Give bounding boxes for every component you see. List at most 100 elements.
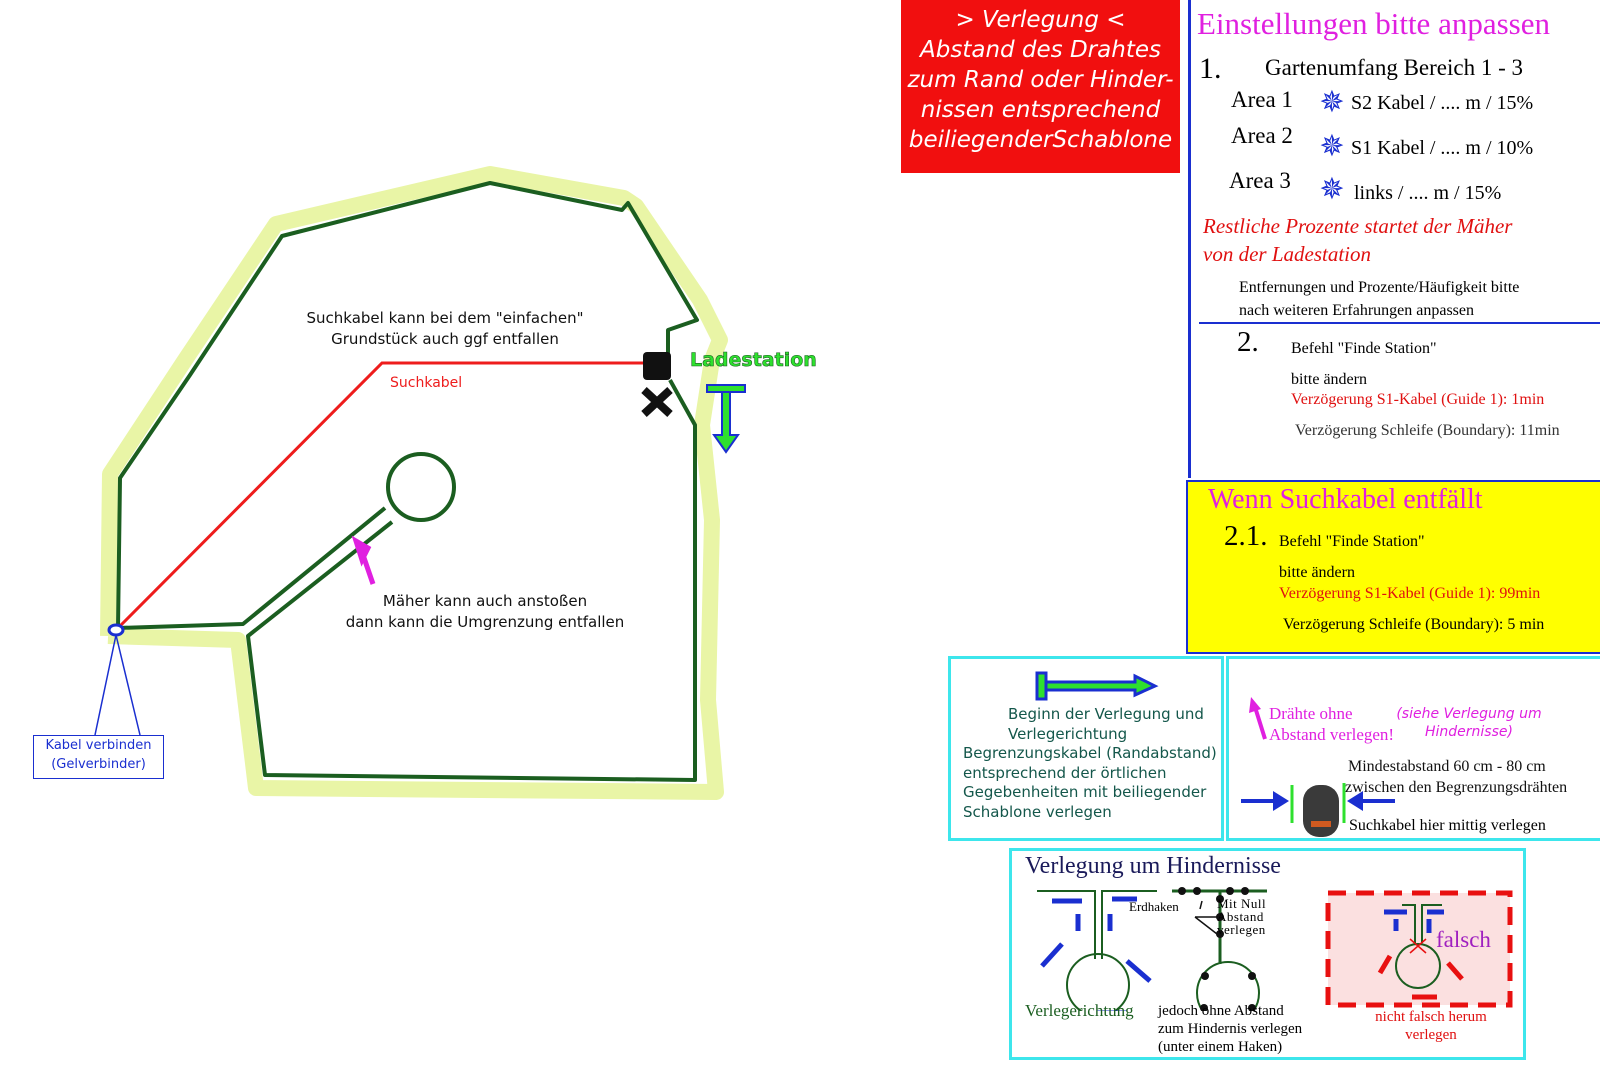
note-line: Mäher kann auch anstoßen bbox=[382, 592, 588, 610]
start-line: Beginn der Verlegung und bbox=[1008, 705, 1204, 723]
remaining-note: Restliche Prozente startet der Mäher von… bbox=[1203, 212, 1512, 268]
note-line: Grundstück auch ggf entfallen bbox=[331, 330, 559, 348]
wrong-laying-diagram bbox=[1325, 890, 1513, 1008]
direction-arrows-icon bbox=[1040, 896, 1152, 1011]
zero-line: verlegen bbox=[1217, 922, 1266, 937]
min-distance-note: Mindestabstand 60 cm - 80 cm zwischen de… bbox=[1345, 756, 1567, 798]
settings-panel: Einstellungen bitte anpassen 1. Gartenum… bbox=[1188, 0, 1600, 478]
start-line: Gegebenheiten mit beiliegender bbox=[963, 783, 1207, 801]
obstacle-diagrams bbox=[1037, 887, 1513, 1011]
hooks-diagram bbox=[1172, 887, 1267, 1011]
star-badge-icon: ✵ bbox=[1319, 130, 1345, 163]
connector-label: Kabel verbinden (Gelverbinder) bbox=[33, 735, 164, 779]
start-line: Verlegerichtung bbox=[1008, 724, 1128, 743]
remaining-line: Restliche Prozente startet der Mäher bbox=[1203, 214, 1513, 238]
min-line: zwischen den Begrenzungsdrähten bbox=[1345, 779, 1568, 796]
divider bbox=[1199, 322, 1600, 324]
wires-line: Drähte ohne bbox=[1269, 704, 1353, 723]
see-line: (siehe Verlegung um bbox=[1396, 706, 1542, 722]
note-line: dann kann die Umgrenzung entfallen bbox=[345, 613, 625, 631]
remaining-line: von der Ladestation bbox=[1203, 242, 1371, 266]
area-1-text: S2 Kabel / .... m / 15% bbox=[1351, 92, 1534, 114]
wires-line: Abstand verlegen! bbox=[1269, 725, 1395, 744]
mower-icon bbox=[1241, 783, 1395, 837]
connector-line: (Gelverbinder) bbox=[51, 757, 146, 772]
search-center-note: Suchkabel hier mittig verlegen bbox=[1349, 817, 1546, 834]
section2-text: Befehl "Finde Station" bitte ändern bbox=[1291, 333, 1437, 395]
charging-station-icon bbox=[641, 352, 673, 417]
section2-delay-boundary: Verzögerung Schleife (Boundary): 11min bbox=[1295, 422, 1560, 439]
red-box-line: > Verlegung < bbox=[955, 7, 1126, 33]
station-label: Ladestation bbox=[690, 349, 817, 372]
star-badge-icon: ✵ bbox=[1319, 86, 1345, 119]
wrong-line: nicht falsch herum bbox=[1375, 1009, 1487, 1025]
start-arrow-icon bbox=[1035, 671, 1159, 701]
without-line: jedoch ohne Abstand bbox=[1158, 1003, 1284, 1019]
wrong-label: falsch bbox=[1436, 927, 1491, 952]
garden-map bbox=[94, 166, 746, 800]
start-text: Beginn der Verlegung und Verlegerichtung… bbox=[963, 705, 1217, 822]
magenta-arrow-icon bbox=[351, 535, 376, 585]
note-line: Suchkabel kann bei dem "einfachen" bbox=[306, 309, 584, 327]
boundary-band bbox=[100, 166, 728, 800]
search-cable bbox=[116, 361, 645, 630]
zero-line: Mit Null bbox=[1217, 896, 1267, 911]
no-search-line: bitte ändern bbox=[1279, 564, 1355, 581]
start-line: Schablone verlegen bbox=[963, 802, 1112, 821]
search-cable-label: Suchkabel bbox=[390, 375, 463, 391]
no-search-text: Befehl "Finde Station" bitte ändern bbox=[1279, 526, 1425, 588]
no-search-cable-panel: Wenn Suchkabel entfällt 2.1. Befehl "Fin… bbox=[1186, 480, 1600, 654]
obstacle-circle bbox=[386, 452, 456, 522]
without-distance-note: jedoch ohne Abstand zum Hindernis verleg… bbox=[1158, 1002, 1302, 1056]
wrong-note: nicht falsch herum verlegen bbox=[1356, 1008, 1506, 1044]
correct-laying-diagram bbox=[1037, 890, 1157, 1011]
without-line: (unter einem Haken) bbox=[1158, 1039, 1283, 1055]
red-box-line: nissen entsprechend bbox=[920, 97, 1161, 123]
adjust-line: nach weiteren Erfahrungen anpassen bbox=[1239, 302, 1474, 319]
mower-note: Mäher kann auch anstoßen dann kann die U… bbox=[330, 591, 640, 633]
direction-label: Verlegerichtung bbox=[1025, 1001, 1134, 1020]
see-note: (siehe Verlegung um Hindernisse) bbox=[1389, 705, 1549, 741]
connector-callout bbox=[94, 634, 141, 736]
no-search-line: Befehl "Finde Station" bbox=[1279, 533, 1425, 550]
wrong-line: verlegen bbox=[1405, 1027, 1457, 1043]
no-search-number: 2.1. bbox=[1224, 520, 1268, 552]
laying-note-box: > Verlegung < Abstand des Drahtes zum Ra… bbox=[901, 0, 1180, 173]
obstacles-title: Verlegung um Hindernisse bbox=[1025, 853, 1281, 879]
start-direction-icon bbox=[706, 384, 746, 454]
adjust-note: Entfernungen und Prozente/Häufigkeit bit… bbox=[1239, 276, 1519, 322]
section2-number: 2. bbox=[1237, 326, 1259, 358]
settings-title: Einstellungen bitte anpassen bbox=[1197, 6, 1550, 41]
start-box: Beginn der Verlegung und Verlegerichtung… bbox=[948, 656, 1224, 841]
magenta-arrow-icon bbox=[1249, 697, 1267, 740]
section2-line: bitte ändern bbox=[1291, 371, 1367, 388]
without-line: zum Hindernis verlegen bbox=[1158, 1021, 1303, 1037]
area-1-label: Area 1 bbox=[1231, 87, 1293, 112]
wires-note: Drähte ohne Abstand verlegen! bbox=[1269, 703, 1394, 745]
section2-delay-guide: Verzögerung S1-Kabel (Guide 1): 1min bbox=[1291, 391, 1545, 408]
adjust-line: Entfernungen und Prozente/Häufigkeit bit… bbox=[1239, 279, 1520, 296]
min-line: Mindestabstand 60 cm - 80 cm bbox=[1348, 758, 1546, 775]
no-search-title: Wenn Suchkabel entfällt bbox=[1208, 484, 1483, 515]
zero-line: Abstand bbox=[1217, 909, 1264, 924]
no-search-delay-guide: Verzögerung S1-Kabel (Guide 1): 99min bbox=[1279, 585, 1541, 602]
distance-box: Drähte ohne Abstand verlegen! (siehe Ver… bbox=[1226, 656, 1600, 841]
connector-line: Kabel verbinden bbox=[45, 738, 152, 753]
red-box-line: zum Rand oder Hinder- bbox=[907, 67, 1174, 93]
area-2-label: Area 2 bbox=[1231, 123, 1293, 148]
area-3-text: links / .... m / 15% bbox=[1354, 182, 1502, 204]
star-badge-icon: ✵ bbox=[1319, 173, 1345, 206]
start-line: Begrenzungskabel (Randabstand) bbox=[963, 744, 1217, 762]
red-box-line: beiliegenderSchablone bbox=[908, 127, 1173, 153]
section1-title: Gartenumfang Bereich 1 - 3 bbox=[1265, 55, 1524, 80]
obstacles-box: Verlegung um Hindernisse falsch Erdhaken… bbox=[1009, 848, 1526, 1060]
red-box-line: Abstand des Drahtes bbox=[920, 37, 1161, 63]
section2-line: Befehl "Finde Station" bbox=[1291, 340, 1437, 357]
section1-number: 1. bbox=[1199, 52, 1222, 85]
search-cable-note: Suchkabel kann bei dem "einfachen" Grund… bbox=[290, 308, 600, 350]
boundary-wire bbox=[116, 181, 699, 782]
area-2-text: S1 Kabel / .... m / 10% bbox=[1351, 137, 1534, 159]
hooks-label: Erdhaken bbox=[1129, 899, 1179, 914]
no-search-delay-boundary: Verzögerung Schleife (Boundary): 5 min bbox=[1283, 616, 1545, 633]
see-line: Hindernisse) bbox=[1425, 724, 1513, 740]
